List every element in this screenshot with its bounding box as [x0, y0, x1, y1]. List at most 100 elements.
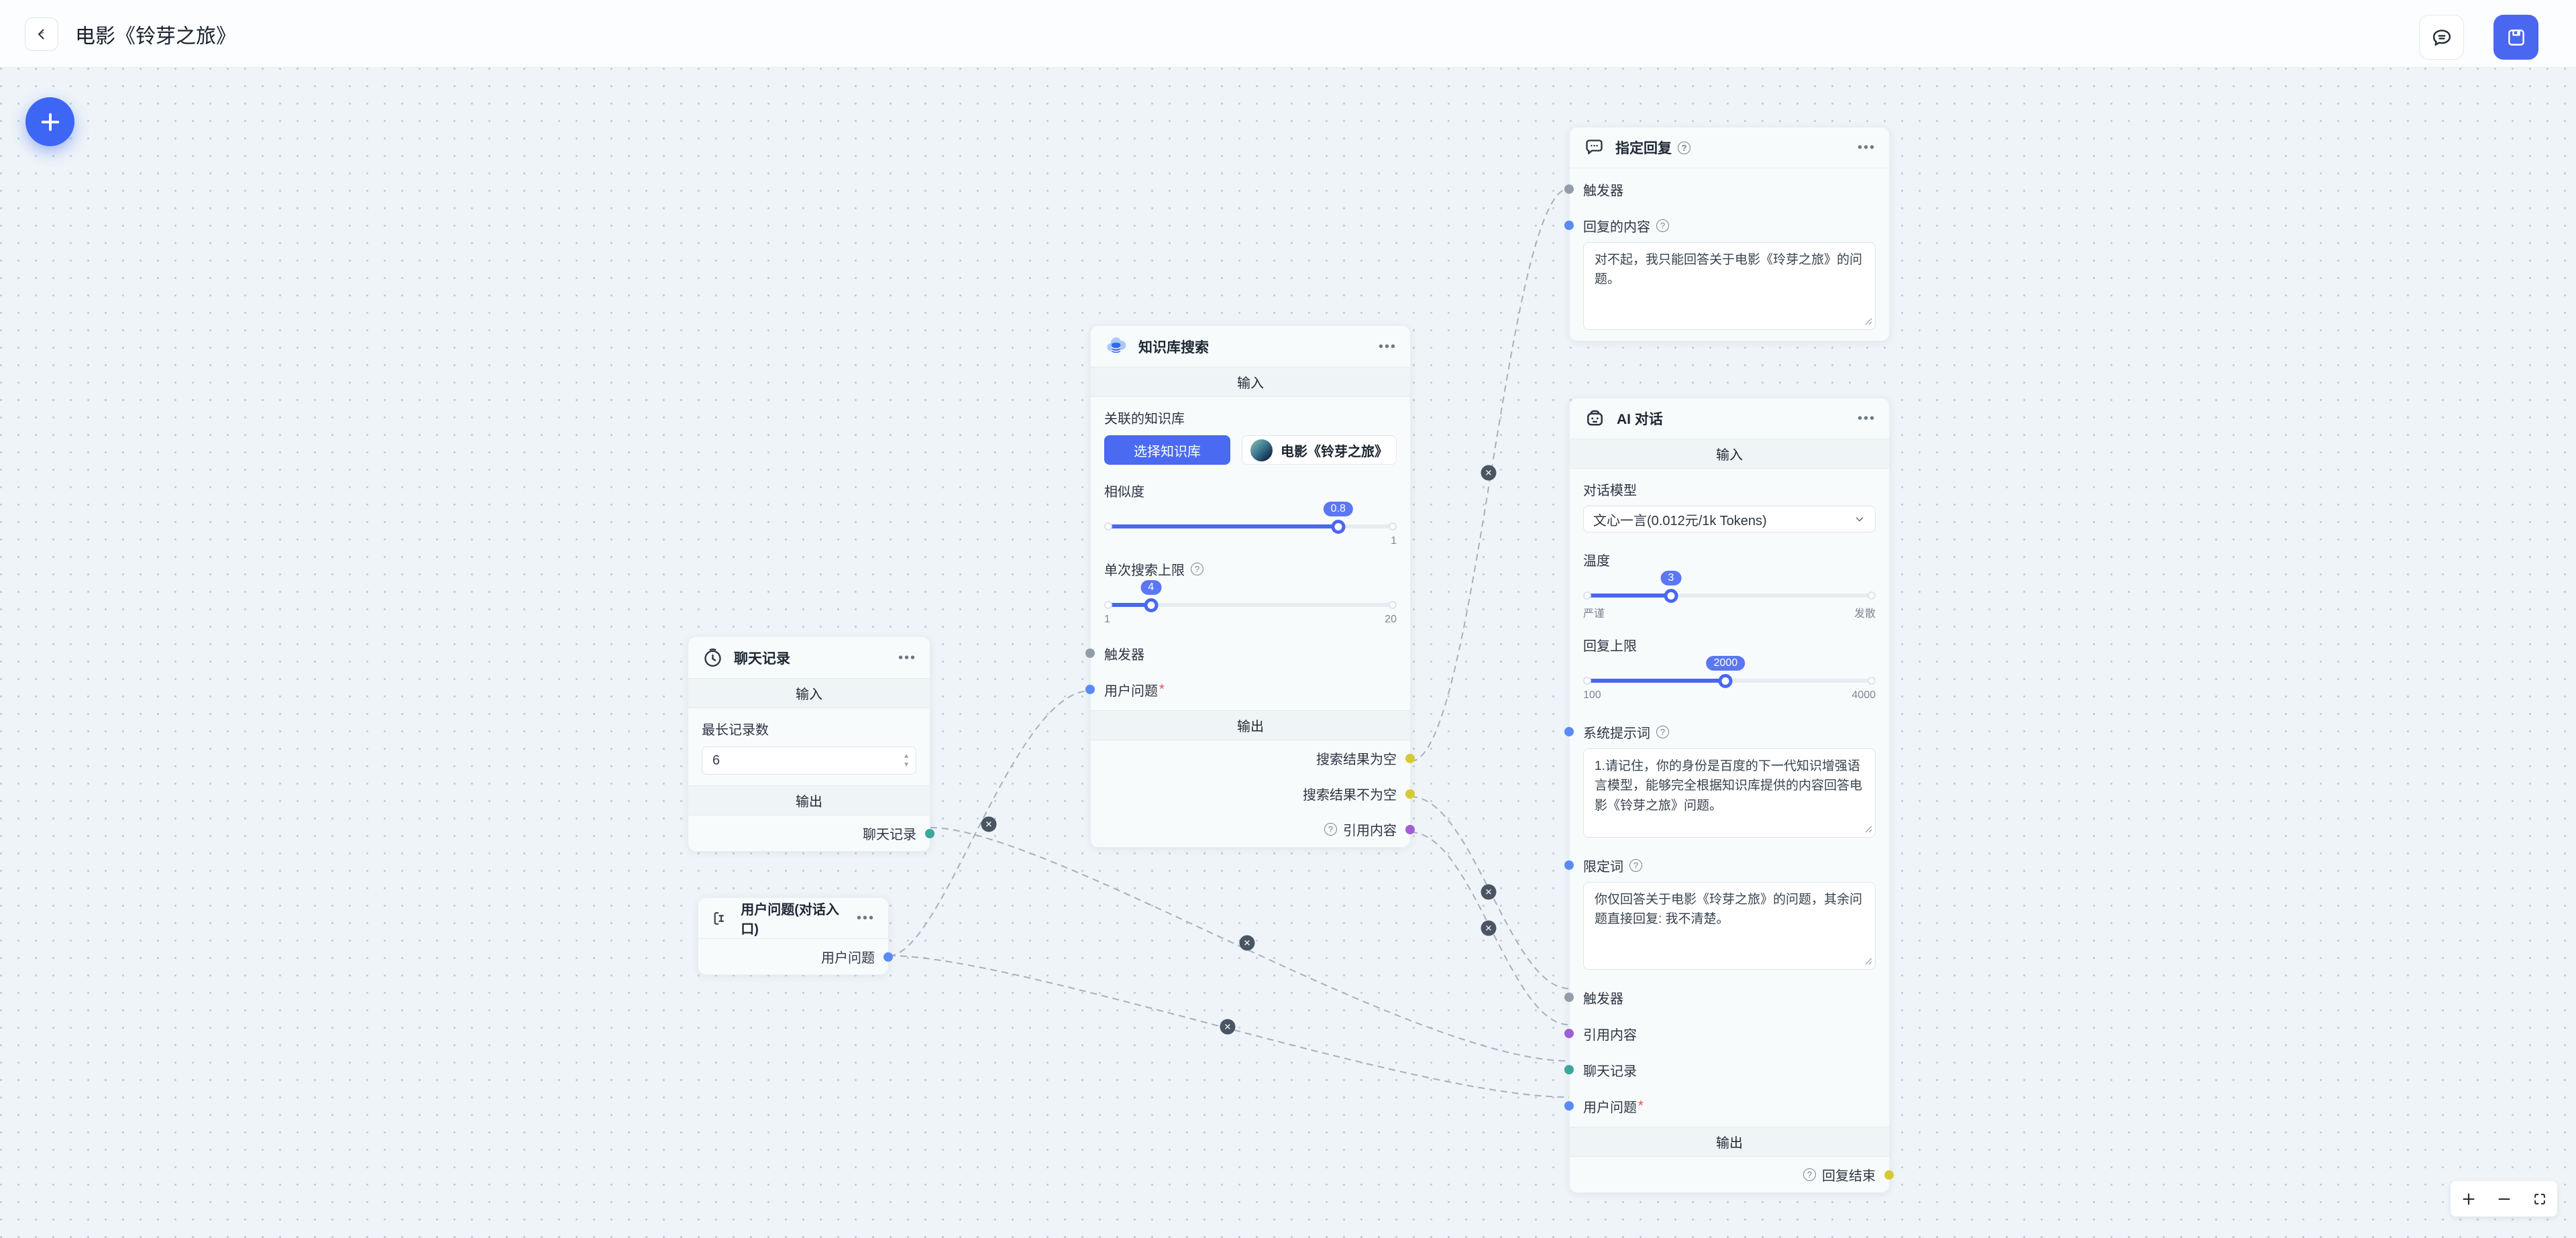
system-prompt-row: 系统提示词 ? — [1564, 722, 1876, 742]
output-port-user-question[interactable] — [883, 952, 893, 962]
help-icon[interactable]: ? — [1656, 725, 1669, 738]
temperature-slider-handle[interactable] — [1664, 589, 1678, 603]
more-icon[interactable]: ••• — [898, 650, 916, 665]
content-label: 回复的内容 — [1583, 219, 1650, 235]
output-row: 聊天记录 — [688, 815, 934, 851]
edge-delete-button[interactable]: ✕ — [1481, 884, 1497, 900]
help-icon[interactable]: ? — [1324, 823, 1337, 836]
qualifier-row: 限定词 ? — [1564, 855, 1876, 875]
search-limit-value-badge: 4 — [1140, 580, 1162, 595]
page-title: 电影《铃芽之旅》 — [75, 25, 236, 48]
node-kb-search: 知识库搜索 ••• 输入 关联的知识库 选择知识库 电影《铃芽之旅》 相似度 0… — [1085, 325, 1415, 848]
zoom-out-button[interactable] — [2493, 1188, 2516, 1211]
input-port-content[interactable] — [1564, 221, 1574, 230]
add-node-button[interactable] — [25, 97, 74, 146]
node-chat-history-header[interactable]: 聊天记录 ••• — [688, 637, 930, 678]
input-port-reference[interactable] — [1564, 1029, 1574, 1038]
kb-label: 关联的知识库 — [1104, 412, 1185, 427]
similarity-slider[interactable]: 0.8 1 — [1104, 502, 1397, 550]
step-down-icon[interactable]: ▼ — [903, 761, 910, 769]
chat-port-row: 聊天记录 — [1564, 1060, 1876, 1080]
output-port-chat-history[interactable] — [925, 828, 934, 838]
question-port-label: 用户问题 — [1104, 683, 1158, 699]
save-icon — [2508, 29, 2524, 46]
more-icon[interactable]: ••• — [1378, 339, 1397, 354]
edge-delete-button[interactable]: ✕ — [1220, 1019, 1236, 1035]
more-icon[interactable]: ••• — [1857, 411, 1876, 426]
node-ai-chat: AI 对话 ••• 输入 对话模型 文心一言(0.012元/1k Tokens)… — [1564, 398, 1894, 1193]
system-prompt-textarea[interactable]: 1.请记住，你的身份是百度的下一代知识增强语言模型，能够完全根据知识库提供的内容… — [1583, 748, 1876, 838]
help-icon[interactable]: ? — [1803, 1168, 1816, 1181]
number-stepper[interactable]: ▲▼ — [903, 746, 910, 775]
more-icon[interactable]: ••• — [856, 911, 875, 925]
reply-limit-slider-handle[interactable] — [1718, 674, 1733, 688]
zoom-in-button[interactable] — [2457, 1188, 2480, 1211]
input-section-band: 输入 — [688, 678, 930, 708]
clock-icon — [704, 649, 721, 667]
output-section-band: 输出 — [1570, 1127, 1889, 1157]
step-up-icon[interactable]: ▲ — [903, 752, 910, 760]
input-port-user-question[interactable] — [1564, 1101, 1574, 1111]
top-bar: 电影《铃芽之旅》 — [0, 0, 2576, 68]
temperature-min-label: 严谨 — [1583, 608, 1605, 620]
back-button[interactable] — [25, 17, 58, 51]
help-icon[interactable]: ? — [1678, 141, 1690, 154]
edge-delete-button[interactable]: ✕ — [1481, 920, 1497, 936]
chevron-left-icon — [38, 29, 44, 40]
help-icon[interactable]: ? — [1629, 858, 1642, 872]
output-port-label: 聊天记录 — [863, 828, 916, 842]
input-port-user-question[interactable] — [1085, 685, 1095, 694]
save-button[interactable] — [2493, 15, 2538, 60]
input-port-trigger[interactable] — [1564, 993, 1574, 1002]
output-section-band: 输出 — [1091, 710, 1410, 740]
out-not-empty-label: 搜索结果不为空 — [1303, 788, 1397, 803]
model-select[interactable]: 文心一言(0.012元/1k Tokens) — [1583, 506, 1876, 532]
trigger-port-label: 触发器 — [1583, 183, 1623, 199]
select-kb-button[interactable]: 选择知识库 — [1104, 435, 1230, 465]
input-port-chat-history[interactable] — [1564, 1065, 1574, 1074]
chat-preview-button[interactable] — [2419, 15, 2464, 60]
input-port-qualifier[interactable] — [1564, 860, 1574, 870]
more-icon[interactable]: ••• — [1857, 140, 1876, 155]
node-ai-chat-header[interactable]: AI 对话 ••• — [1570, 398, 1889, 439]
node-fixed-reply-header[interactable]: 指定回复? ••• — [1570, 127, 1889, 168]
kb-chip[interactable]: 电影《铃芽之旅》 — [1242, 435, 1397, 465]
out-empty-label: 搜索结果为空 — [1316, 752, 1397, 767]
max-records-label: 最长记录数 — [702, 723, 769, 738]
edge-delete-button[interactable]: ✕ — [981, 816, 997, 832]
canvas[interactable]: ✕ ✕ ✕ ✕ ✕ ✕ 聊天记录 ••• 输入 最长记录数 ▲▼ 输出 聊天记录 — [0, 68, 2576, 1238]
chat-bubble-icon — [2432, 29, 2451, 46]
output-port-result-empty[interactable] — [1405, 753, 1415, 763]
trigger-port-label: 触发器 — [1583, 991, 1623, 1007]
zoom-toolbar — [2451, 1181, 2557, 1217]
temperature-slider[interactable]: 3 严谨发散 — [1583, 571, 1876, 620]
similarity-value-badge: 0.8 — [1323, 502, 1353, 516]
ref-port-label: 引用内容 — [1583, 1027, 1637, 1043]
node-kb-search-header[interactable]: 知识库搜索 ••• — [1091, 326, 1410, 367]
output-port-reply-end[interactable] — [1884, 1170, 1894, 1180]
help-icon[interactable]: ? — [1656, 219, 1669, 232]
help-icon[interactable]: ? — [1191, 563, 1203, 575]
fit-view-button[interactable] — [2528, 1188, 2551, 1211]
node-title: 聊天记录 — [734, 651, 790, 667]
reply-content-textarea[interactable]: 对不起，我只能回答关于电影《玲芽之旅》的问题。 — [1583, 242, 1876, 330]
edge-delete-button[interactable]: ✕ — [1481, 465, 1497, 481]
output-port-result-not-empty[interactable] — [1405, 789, 1415, 799]
output-port-reference[interactable] — [1405, 824, 1415, 834]
similarity-slider-handle[interactable] — [1331, 520, 1346, 534]
node-user-question-header[interactable]: 用户问题(对话入口) ••• — [698, 898, 888, 939]
max-records-input[interactable] — [702, 746, 916, 775]
edge-delete-button[interactable]: ✕ — [1239, 935, 1255, 951]
reply-limit-label: 回复上限 — [1583, 639, 1637, 654]
search-limit-slider-handle[interactable] — [1144, 598, 1159, 612]
qualifier-textarea[interactable]: 你仅回答关于电影《玲芽之旅》的问题，其余问题直接回复: 我不清楚。 — [1583, 882, 1876, 970]
trigger-port-label: 触发器 — [1104, 647, 1144, 663]
input-port-trigger[interactable] — [1085, 649, 1095, 658]
node-title: 指定回复? — [1615, 137, 1690, 158]
input-port-system-prompt[interactable] — [1564, 727, 1574, 736]
similarity-label: 相似度 — [1104, 485, 1144, 500]
input-port-trigger[interactable] — [1564, 184, 1574, 194]
trigger-port-row: 触发器 — [1564, 987, 1876, 1007]
